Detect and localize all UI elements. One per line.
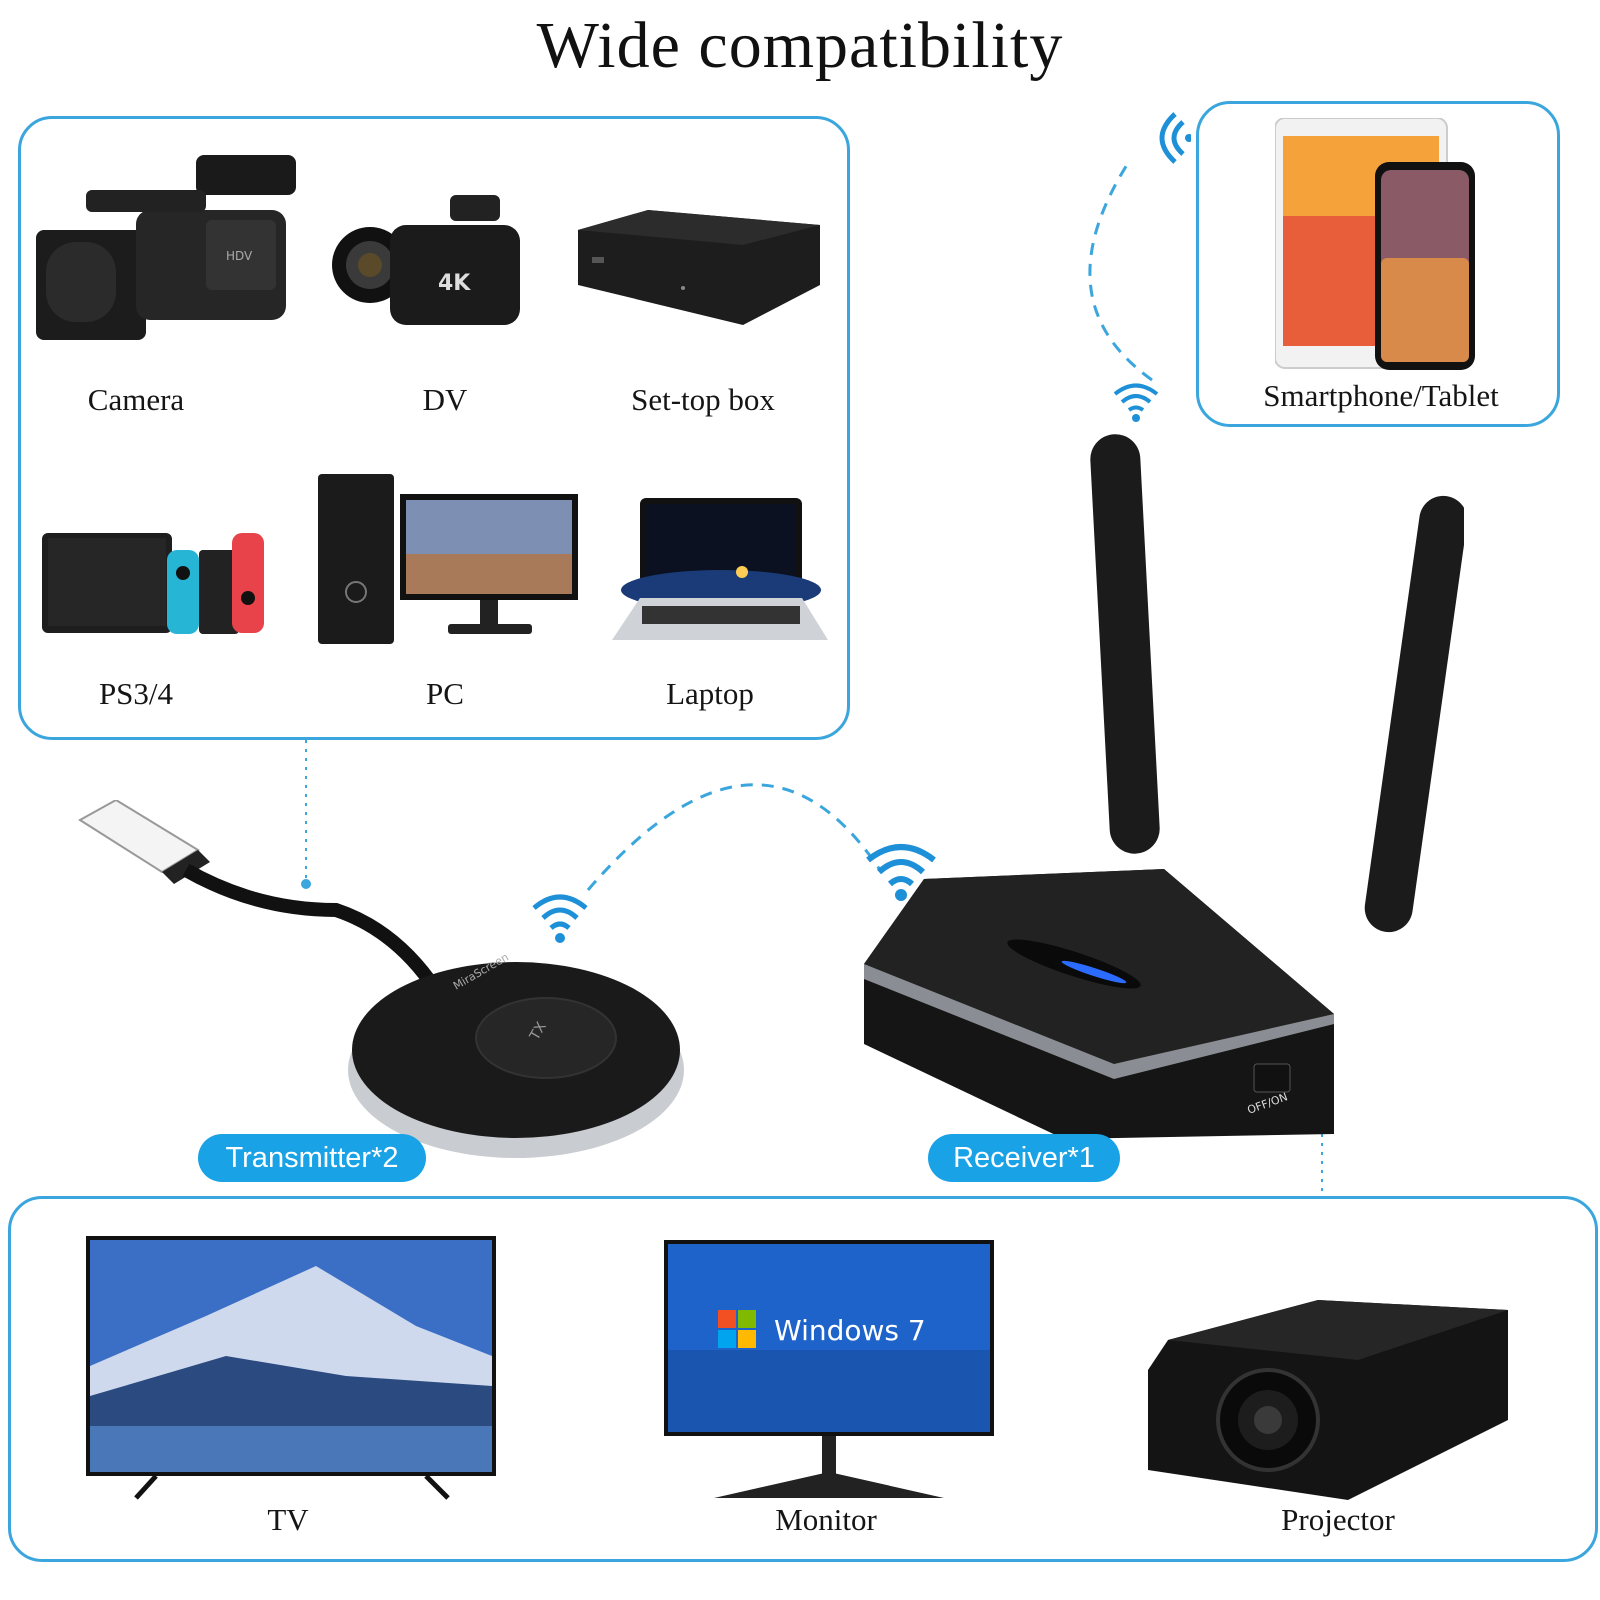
source-label-dv: DV xyxy=(422,382,468,417)
monitor-icon: Windows 7 xyxy=(664,1240,994,1498)
set-top-box-icon xyxy=(578,210,820,325)
wifi-icon xyxy=(1159,112,1191,164)
wifi-icon xyxy=(866,844,936,901)
source-label-pc: PC xyxy=(426,676,464,711)
display-label-tv: TV xyxy=(267,1502,309,1537)
transmitter-device: TX MiraScreen xyxy=(78,800,684,1158)
source-label-ps34: PS3/4 xyxy=(98,676,174,711)
game-console-icon xyxy=(42,533,264,634)
laptop-icon xyxy=(612,498,828,640)
display-label-projector: Projector xyxy=(1281,1502,1395,1537)
desktop-pc-icon xyxy=(318,474,578,644)
mobile-label: Smartphone/Tablet xyxy=(1263,378,1499,413)
wifi-icon xyxy=(1113,383,1159,422)
projector-icon xyxy=(1148,1300,1508,1500)
transmitter-label: Transmitter*2 xyxy=(198,1134,426,1182)
monitor-screen-text: Windows 7 xyxy=(774,1314,926,1347)
source-label-set-top-box: Set-top box xyxy=(631,382,775,417)
receiver-label: Receiver*1 xyxy=(928,1134,1120,1182)
wifi-icon xyxy=(532,894,588,943)
receiver-device: OFF/ON xyxy=(864,434,1464,1139)
display-label-monitor: Monitor xyxy=(775,1502,877,1537)
page-title: Wide compatibility xyxy=(536,9,1064,82)
tv-icon xyxy=(86,1236,496,1500)
phone-tablet-icon xyxy=(1275,118,1475,370)
source-label-laptop: Laptop xyxy=(666,676,754,711)
svg-text:4K: 4K xyxy=(438,271,471,296)
dv-camera-icon: 4K xyxy=(332,195,520,325)
source-label-camera: Camera xyxy=(87,382,185,417)
camcorder-icon: HDV xyxy=(36,155,296,340)
svg-text:HDV: HDV xyxy=(226,249,253,263)
